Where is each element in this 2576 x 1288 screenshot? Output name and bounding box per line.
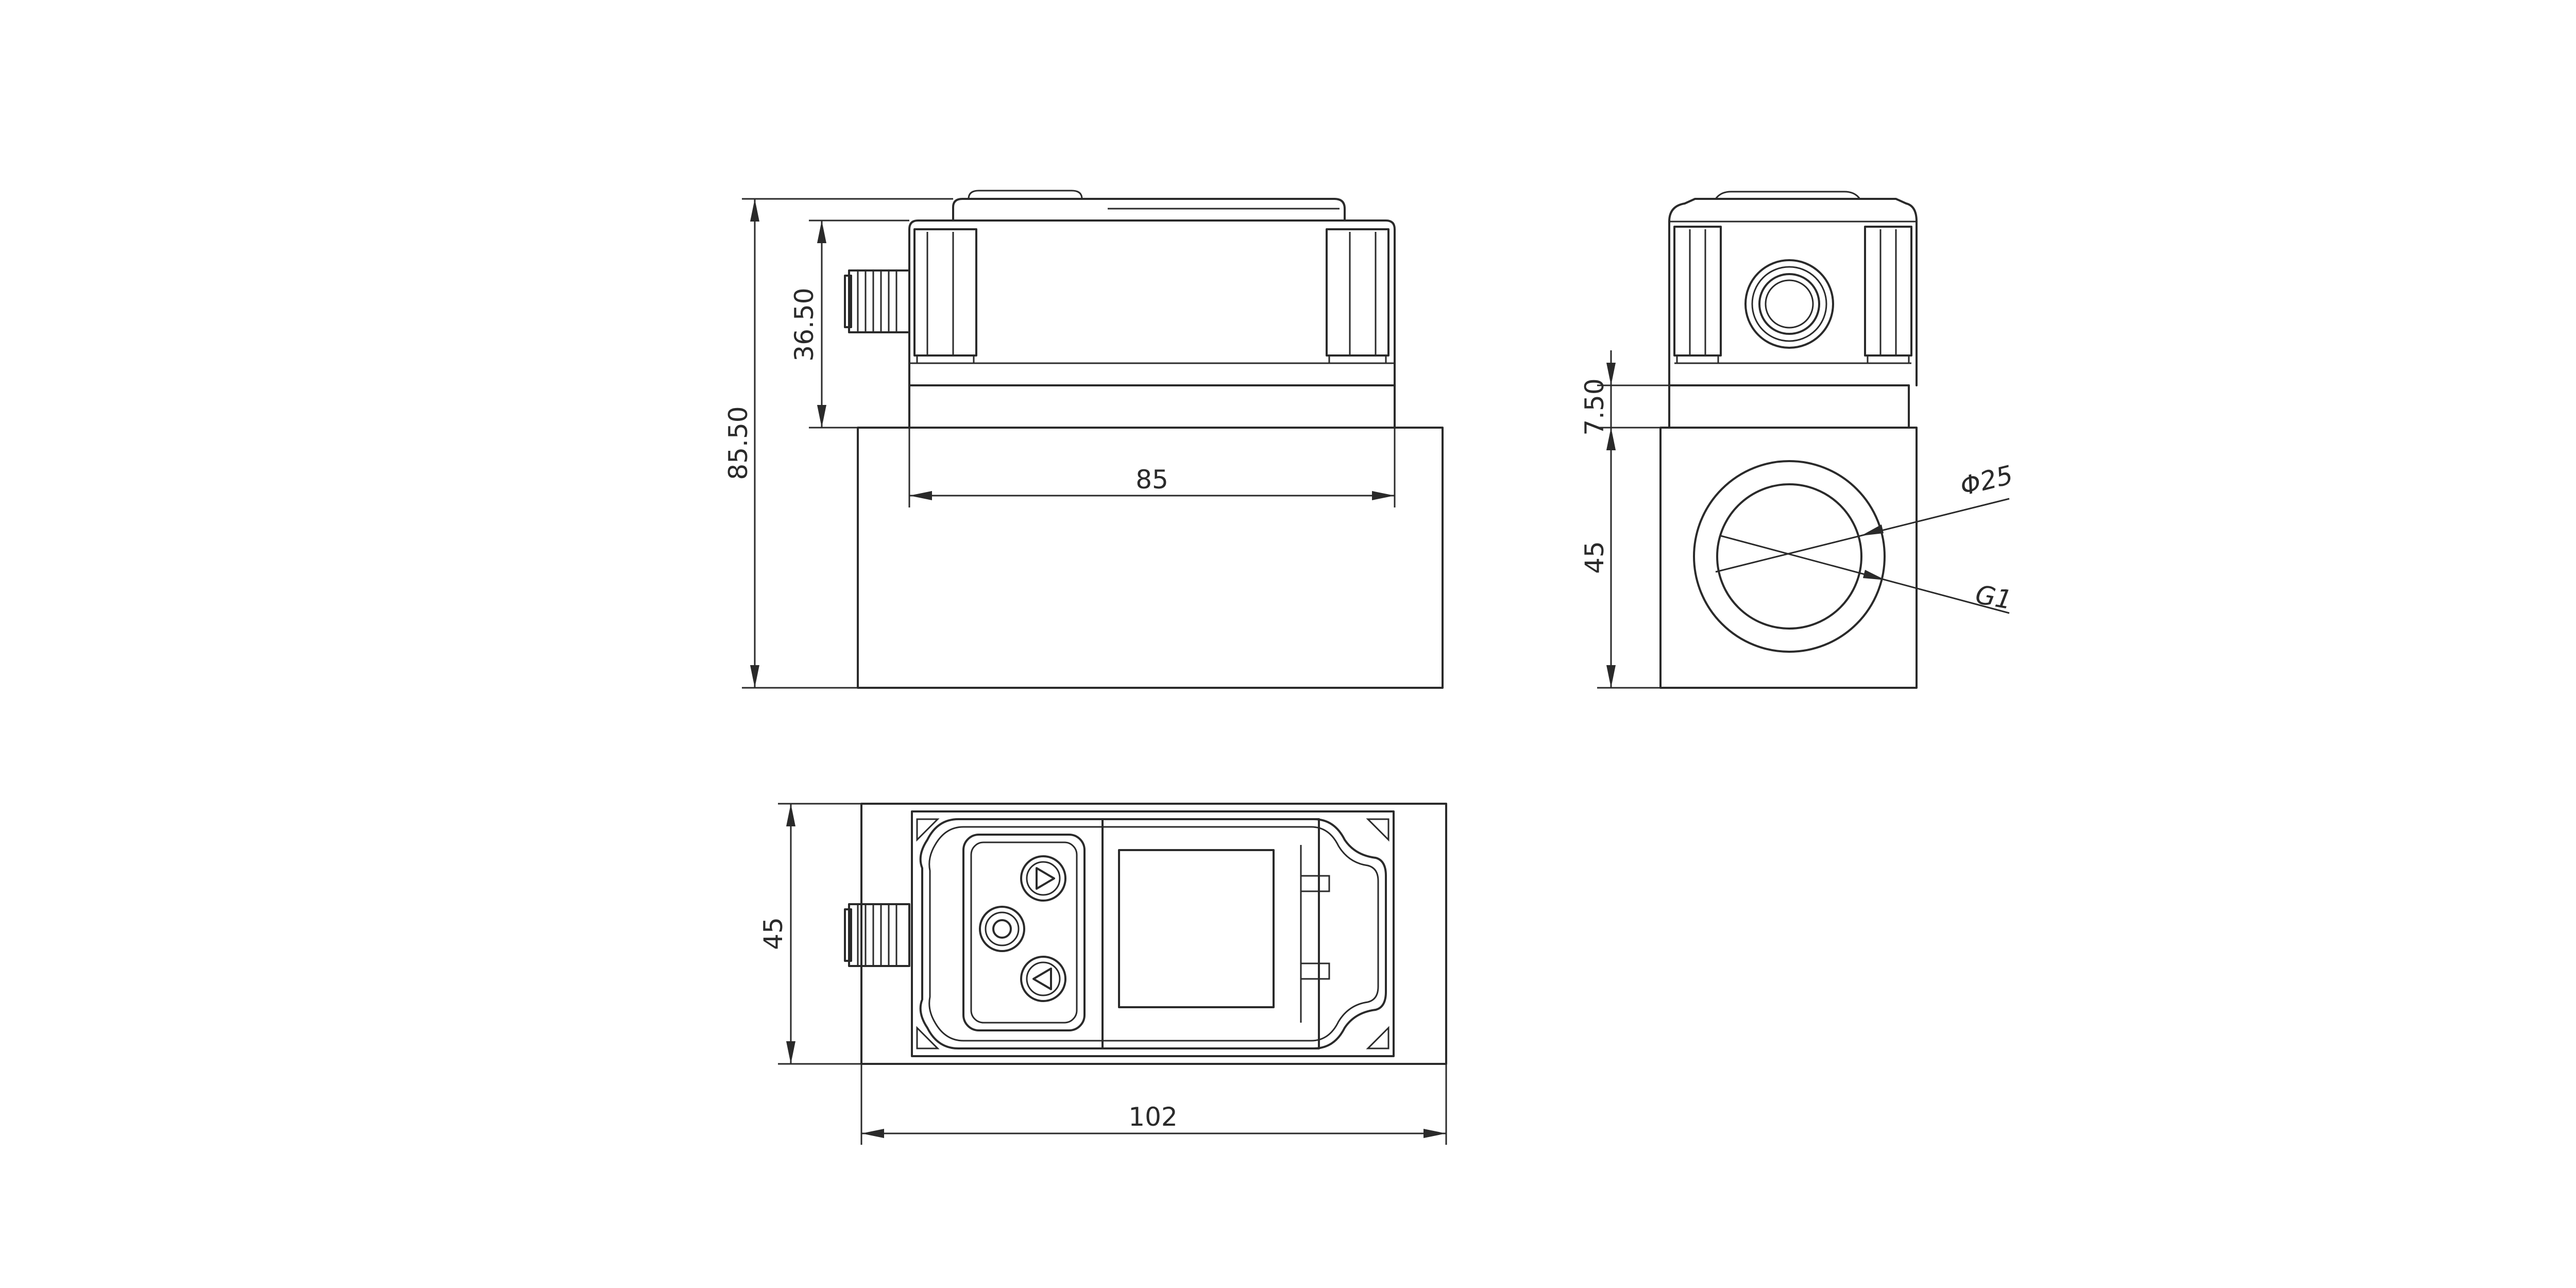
dim-front-head-height: 36.50 bbox=[789, 219, 909, 429]
dim-front-overall-height-label: 85.50 bbox=[723, 406, 753, 480]
top-key-panel bbox=[962, 834, 1086, 1031]
dim-top-length: 102 bbox=[860, 1064, 1447, 1145]
dim-side-body-height-label: 45 bbox=[1580, 541, 1609, 574]
top-right-arrow-button bbox=[1020, 855, 1066, 902]
circle-icon bbox=[992, 919, 1012, 939]
front-m12-connector bbox=[844, 269, 910, 333]
side-view: 7.50 45 Φ25 G1 bbox=[1580, 191, 2016, 689]
front-right-lug bbox=[1326, 228, 1389, 364]
side-bore-outer bbox=[1693, 460, 1886, 653]
side-connector-port bbox=[1744, 259, 1834, 349]
dim-side-step-height: 7.50 bbox=[1580, 350, 1669, 464]
front-base-block bbox=[857, 427, 1444, 689]
side-bore-inner bbox=[1716, 483, 1862, 630]
dim-side-thread: G1 bbox=[1720, 535, 2014, 615]
dim-top-width: 45 bbox=[758, 803, 861, 1065]
side-base-block bbox=[1659, 427, 1918, 689]
dim-front-head-width-label: 85 bbox=[1136, 465, 1168, 495]
dim-top-width-label: 45 bbox=[758, 917, 788, 950]
side-head-housing bbox=[1668, 198, 1918, 386]
dim-side-thread-label: G1 bbox=[1973, 580, 2014, 615]
dim-front-head-width: 85 bbox=[908, 385, 1396, 507]
top-head-outline bbox=[911, 810, 1395, 1057]
top-display-frame bbox=[1101, 818, 1320, 1049]
top-left-arrow-button bbox=[1020, 956, 1066, 1002]
dim-side-bore-diameter: Φ25 bbox=[1715, 460, 2016, 573]
top-circle-button bbox=[979, 906, 1025, 952]
dim-top-length-label: 102 bbox=[1128, 1102, 1177, 1132]
dim-side-bore-diameter-label: Φ25 bbox=[1957, 460, 2016, 501]
dim-side-step-height-label: 7.50 bbox=[1580, 378, 1609, 435]
top-view: 45 102 bbox=[758, 803, 1447, 1145]
top-housing-contour bbox=[919, 818, 1387, 1049]
front-left-lug bbox=[913, 228, 977, 364]
top-base-block bbox=[860, 803, 1447, 1065]
dim-front-head-height-label: 36.50 bbox=[789, 287, 819, 361]
front-keypad-strip bbox=[952, 198, 1346, 222]
right-arrow-icon bbox=[1036, 867, 1055, 890]
top-m12-connector bbox=[844, 903, 910, 967]
left-arrow-icon bbox=[1032, 968, 1052, 990]
dim-side-body-height: 45 bbox=[1580, 428, 1660, 689]
front-view: 85.50 36.50 85 bbox=[723, 190, 1444, 689]
dim-front-overall-height: 85.50 bbox=[723, 198, 953, 689]
top-display-screen bbox=[1118, 849, 1275, 1008]
front-head-housing bbox=[908, 219, 1396, 429]
